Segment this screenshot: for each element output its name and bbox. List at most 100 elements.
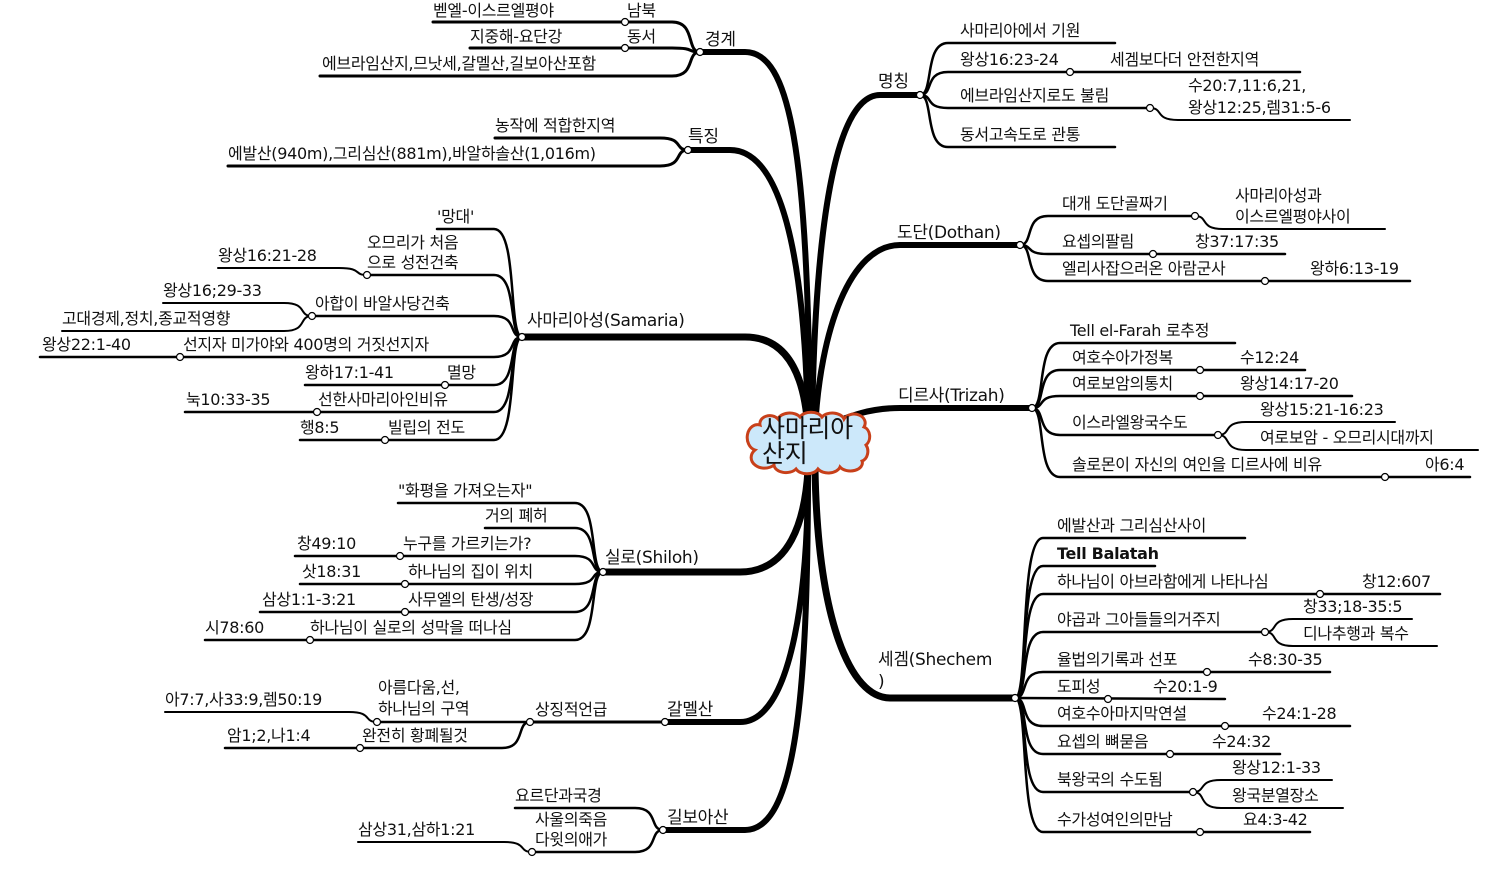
scripture-ref[interactable]: 암1;2,나1:4 xyxy=(227,726,311,745)
topic-text[interactable]: 오므리가 처음 xyxy=(367,233,459,252)
topic-text[interactable]: 수가성여인의만남 xyxy=(1057,810,1173,829)
topic-text[interactable]: 엘리사잡으러온 아람군사 xyxy=(1062,259,1226,278)
scripture-ref[interactable]: 왕하6:13-19 xyxy=(1310,259,1399,278)
topic-text[interactable]: 에발산과 그리심산사이 xyxy=(1057,516,1206,535)
topic-text[interactable]: 농작에 적합한지역 xyxy=(495,116,616,135)
scripture-ref[interactable]: 왕상15:21-16:23 xyxy=(1260,400,1384,419)
topic-text[interactable]: 다윗의애가 xyxy=(535,830,608,849)
topic-text[interactable]: 북왕국의 수도됨 xyxy=(1057,770,1163,789)
scripture-ref[interactable]: 삿18:31 xyxy=(302,562,362,581)
topic-text[interactable]: 선지자 미가야와 400명의 거짓선지자 xyxy=(183,335,429,354)
scripture-ref[interactable]: 행8:5 xyxy=(300,418,340,437)
topic-text[interactable]: 요셉의팔림 xyxy=(1062,232,1135,251)
topic-text[interactable]: 율법의기록과 선포 xyxy=(1057,650,1178,669)
scripture-ref[interactable]: 수24:1-28 xyxy=(1262,704,1337,723)
detail-text[interactable]: 벧엘-이스르엘평야 xyxy=(433,1,554,20)
central-topic-line-2[interactable]: 산지 xyxy=(762,439,808,468)
topic-text[interactable]: 야곱과 그아들들의거주지 xyxy=(1057,610,1221,629)
branch-shiloh[interactable]: 실로(Shiloh) xyxy=(605,548,699,568)
detail-text[interactable]: 세겜보다더 안전한지역 xyxy=(1110,50,1259,69)
topic-text[interactable]: 이스라엘왕국수도 xyxy=(1072,413,1188,432)
scripture-ref[interactable]: 아6:4 xyxy=(1425,455,1465,474)
connector-line xyxy=(298,335,524,442)
scripture-ref[interactable]: 수20:1-9 xyxy=(1153,677,1218,696)
detail-text[interactable]: 고대경제,정치,종교적영향 xyxy=(62,309,231,328)
scripture-ref[interactable]: 왕상16;29-33 xyxy=(163,281,262,300)
topic-north-south[interactable]: 남북 xyxy=(627,1,656,20)
topic-text[interactable]: 사마리아에서 기원 xyxy=(960,21,1081,40)
topic-text[interactable]: 에브라임산지로도 불림 xyxy=(960,86,1109,105)
topic-text[interactable]: 하나님의 집이 위치 xyxy=(408,562,533,581)
topic-text[interactable]: "화평을 가져오는자" xyxy=(398,481,533,500)
scripture-ref[interactable]: 수12:24 xyxy=(1240,348,1300,367)
topic-text[interactable]: 여호수아마지막연설 xyxy=(1057,704,1187,723)
topic-text[interactable]: '망대' xyxy=(437,207,475,226)
branch-dothan[interactable]: 도단(Dothan) xyxy=(897,223,1001,243)
topic-text[interactable]: 아합이 바알사당건축 xyxy=(315,294,450,313)
scripture-ref[interactable]: 창33;18-35:5 xyxy=(1303,597,1403,616)
topic-symbolic-mention[interactable]: 상징적언급 xyxy=(535,700,608,719)
scripture-ref[interactable]: 왕상12:1-33 xyxy=(1232,758,1321,777)
topic-text[interactable]: 에발산(940m),그리심산(881m),바알하솔산(1,016m) xyxy=(228,144,596,163)
topic-text[interactable]: 여호수아가정복 xyxy=(1072,348,1173,367)
topic-text[interactable]: 에브라임산지,므낫세,갈멜산,길보아산포함 xyxy=(322,54,596,73)
topic-text[interactable]: 멸망 xyxy=(447,363,476,382)
scripture-ref[interactable]: 왕하17:1-41 xyxy=(305,363,394,382)
detail-text[interactable]: 디나추행과 복수 xyxy=(1303,624,1409,643)
detail-text[interactable]: 지중해-요단강 xyxy=(470,27,562,46)
detail-text[interactable]: 사마리아성과 xyxy=(1235,186,1322,205)
topic-text[interactable]: 솔로몬이 자신의 여인을 디르사에 비유 xyxy=(1072,455,1322,474)
topic-text[interactable]: 동서고속도로 관통 xyxy=(960,125,1081,144)
scripture-ref[interactable]: 수24:32 xyxy=(1212,732,1272,751)
topic-text[interactable]: 사울의죽음 xyxy=(535,810,608,829)
branch-carmel[interactable]: 갈멜산 xyxy=(667,700,714,720)
branch-features[interactable]: 특징 xyxy=(688,127,719,147)
topic-text[interactable]: 하나님이 실로의 성막을 떠나심 xyxy=(310,618,512,637)
scripture-ref[interactable]: 삼상1:1-3:21 xyxy=(262,590,356,609)
scripture-ref[interactable]: 왕상14:17-20 xyxy=(1240,374,1339,393)
topic-text[interactable]: 완전히 황폐될것 xyxy=(362,726,468,745)
topic-text[interactable]: 빌립의 전도 xyxy=(388,418,465,437)
topic-text[interactable]: 요셉의 뼈묻음 xyxy=(1057,732,1149,751)
topic-text[interactable]: 하나님의 구역 xyxy=(378,699,470,718)
scripture-ref[interactable]: 요4:3-42 xyxy=(1243,810,1308,829)
detail-text[interactable]: 왕국분열장소 xyxy=(1232,786,1319,805)
topic-east-west[interactable]: 동서 xyxy=(627,27,656,46)
scripture-ref[interactable]: 창12:607 xyxy=(1362,572,1431,591)
topic-text[interactable]: 거의 폐허 xyxy=(485,506,548,525)
branch-gilboa[interactable]: 길보아산 xyxy=(667,808,729,828)
topic-text[interactable]: Tell el-Farah 로추정 xyxy=(1070,321,1210,340)
topic-text[interactable]: Tell Balatah xyxy=(1057,544,1159,563)
topic-text[interactable]: 요르단과국경 xyxy=(515,786,602,805)
branch-naming[interactable]: 명칭 xyxy=(878,72,909,92)
topic-text[interactable]: 대개 도단골짜기 xyxy=(1062,194,1168,213)
branch-shechem-suffix[interactable]: ) xyxy=(878,672,885,692)
scripture-ref[interactable]: 수20:7,11:6,21, xyxy=(1188,76,1306,95)
scripture-ref[interactable]: 아7:7,사33:9,렘50:19 xyxy=(165,690,323,709)
branch-tirzah[interactable]: 디르사(Trizah) xyxy=(898,386,1005,406)
topic-text[interactable]: 여로보암의통치 xyxy=(1072,374,1173,393)
topic-text[interactable]: 아름다움,선, xyxy=(378,678,460,697)
topic-text[interactable]: 선한사마리아인비유 xyxy=(318,390,448,409)
topic-text[interactable]: 사무엘의 탄생/성장 xyxy=(408,590,534,609)
scripture-ref[interactable]: 왕상16:21-28 xyxy=(218,246,317,265)
topic-text[interactable]: 하나님이 아브라함에게 나타나심 xyxy=(1057,572,1269,591)
branch-boundary[interactable]: 경계 xyxy=(705,30,736,50)
scripture-ref[interactable]: 왕상12:25,렘31:5-6 xyxy=(1188,98,1331,117)
branch-samaria[interactable]: 사마리아성(Samaria) xyxy=(527,311,685,331)
scripture-ref[interactable]: 왕상22:1-40 xyxy=(42,335,131,354)
branch-shechem[interactable]: 세겜(Shechem xyxy=(878,650,993,670)
detail-text[interactable]: 이스르엘평야사이 xyxy=(1235,207,1351,226)
topic-text[interactable]: 도피성 xyxy=(1057,677,1101,696)
scripture-ref[interactable]: 수8:30-35 xyxy=(1248,650,1323,669)
scripture-ref[interactable]: 창37:17:35 xyxy=(1195,232,1279,251)
scripture-ref[interactable]: 시78:60 xyxy=(205,618,265,637)
central-topic-line-1[interactable]: 사마리아 xyxy=(762,414,853,443)
topic-text[interactable]: 으로 성전건축 xyxy=(367,253,459,272)
scripture-ref[interactable]: 눅10:33-35 xyxy=(186,390,271,409)
detail-text[interactable]: 여로보암 - 오므리시대까지 xyxy=(1260,428,1434,447)
scripture-ref[interactable]: 삼상31,삼하1:21 xyxy=(358,820,475,839)
scripture-ref[interactable]: 왕상16:23-24 xyxy=(960,50,1059,69)
topic-text[interactable]: 누구를 가르키는가? xyxy=(403,534,532,553)
scripture-ref[interactable]: 창49:10 xyxy=(297,534,357,553)
